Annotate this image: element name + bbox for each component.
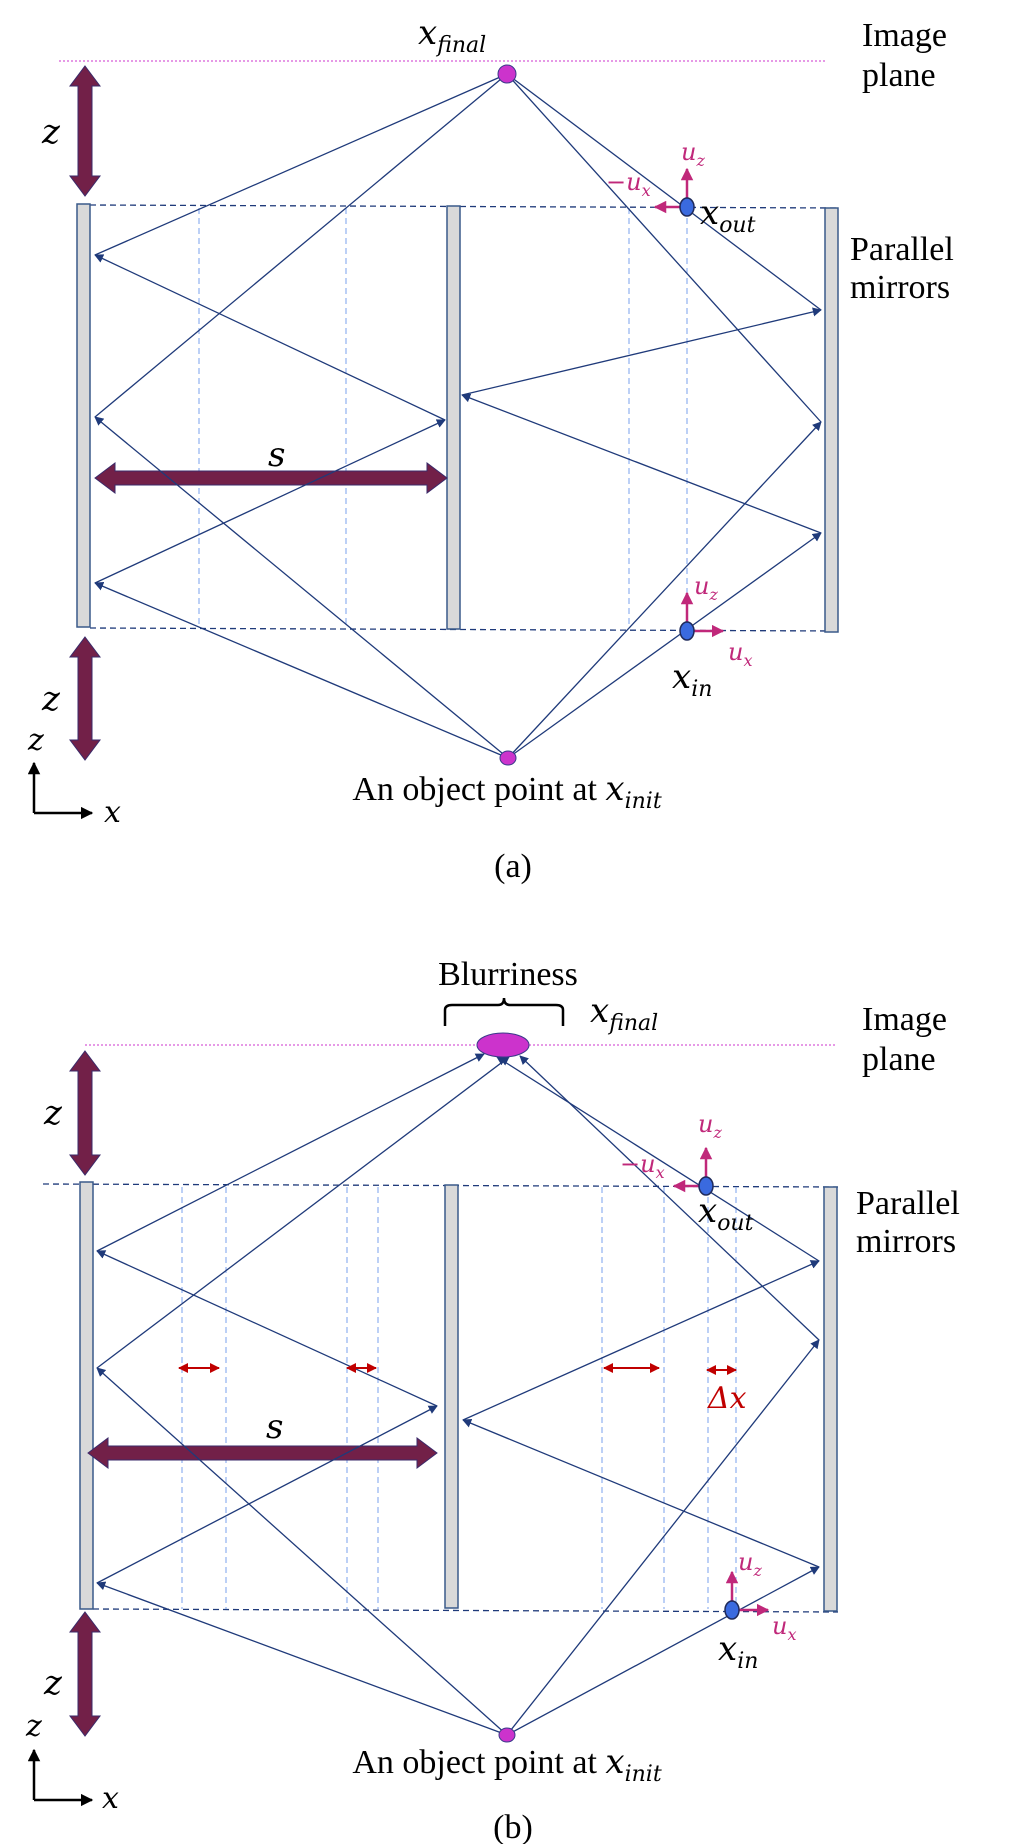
ux-label-in: ux [728, 638, 753, 670]
panel-b: Blurriness xfinal Image plane Parallel m… [25, 956, 960, 1844]
light-ray [507, 532, 822, 759]
light-ray [519, 1055, 820, 1341]
light-ray [96, 1367, 508, 1736]
light-ray [461, 307, 822, 396]
mirror-top-boundary [89, 204, 839, 209]
caption-a: (a) [494, 848, 532, 885]
x-out-label: xout [700, 193, 756, 238]
light-ray [94, 416, 509, 759]
light-ray [96, 1053, 485, 1252]
mirror [823, 1186, 838, 1612]
light-ray [506, 1339, 820, 1736]
delta-x-label: Δx [707, 1381, 747, 1416]
light-ray [94, 582, 509, 759]
z-distance-arrow-bottom [69, 1611, 101, 1737]
axis-z-label: z [27, 723, 44, 758]
object-point-label: An object point at xinit [352, 769, 661, 814]
mirror [79, 1181, 94, 1610]
x-final-label: xfinal [418, 13, 486, 58]
light-ray [96, 1405, 438, 1584]
parallel-mirrors-label-line2: mirrors [856, 1223, 956, 1260]
mirror [76, 203, 91, 628]
parallel-mirrors-label-line1: Parallel [856, 1185, 960, 1222]
light-ray [461, 393, 822, 534]
x-out-point [679, 197, 695, 217]
light-ray [506, 73, 822, 423]
image-plane-label-line2: plane [862, 57, 936, 94]
light-ray [96, 1581, 508, 1736]
caption-b: (b) [493, 1809, 533, 1844]
final-image-point [476, 1032, 530, 1058]
image-plane-label-line1: Image [862, 17, 947, 54]
uz-label-out: uz [698, 1110, 722, 1142]
image-plane-label-line2: plane [862, 1041, 936, 1078]
s-spacing-label: s [266, 1407, 283, 1447]
z-distance-label-bottom: z [41, 679, 61, 719]
ux-label-in: ux [772, 1612, 797, 1644]
blurriness-label: Blurriness [438, 956, 578, 993]
mirror [446, 205, 461, 630]
x-final-label: xfinal [590, 991, 658, 1036]
z-distance-label-top: z [43, 1093, 63, 1133]
mirror [444, 1184, 459, 1609]
x-out-label: xout [698, 1191, 754, 1236]
object-point [498, 1727, 516, 1743]
light-ray [96, 1250, 438, 1407]
light-ray [96, 1056, 510, 1369]
light-ray [507, 421, 822, 759]
z-distance-label-top: z [41, 112, 61, 152]
panel-a: xfinal Image plane Parallel mirrors z z … [27, 13, 954, 885]
uz-label-in: uz [738, 1548, 762, 1580]
light-ray [462, 1418, 820, 1568]
z-distance-arrow-bottom [69, 636, 101, 761]
s-spacing-arrow [94, 462, 448, 494]
minus-ux-label-out: −ux [606, 168, 651, 200]
parallel-mirrors-label-line2: mirrors [850, 269, 950, 306]
z-distance-arrow-top [69, 1050, 101, 1176]
uz-label-out: uz [681, 138, 705, 170]
x-in-point [679, 621, 695, 641]
light-ray [94, 73, 508, 418]
mirror [824, 207, 839, 633]
image-plane-label-line1: Image [862, 1001, 947, 1038]
object-point-label: An object point at xinit [352, 1742, 661, 1787]
s-spacing-label: s [268, 435, 285, 475]
light-ray [94, 419, 446, 584]
x-in-point [724, 1600, 740, 1620]
light-ray [506, 1566, 820, 1736]
object-point [499, 750, 517, 766]
final-image-point [497, 64, 517, 84]
minus-ux-label-out: −ux [620, 1150, 665, 1182]
axis-x-label: x [104, 795, 121, 830]
light-ray [94, 73, 508, 256]
axis-x-label: x [102, 1781, 119, 1816]
s-spacing-arrow [87, 1437, 438, 1469]
x-in-label: xin [718, 1629, 758, 1674]
x-in-label: xin [672, 657, 712, 702]
z-distance-arrow-top [69, 65, 101, 197]
mirror-top-boundary [42, 1183, 839, 1188]
mirror-bottom-boundary [92, 1608, 839, 1613]
light-ray [462, 1260, 820, 1421]
light-ray [506, 73, 822, 311]
axis-z-label: z [25, 1709, 42, 1744]
x-out-point [698, 1176, 714, 1196]
parallel-mirrors-label-line1: Parallel [850, 231, 954, 268]
blurriness-brace [443, 997, 565, 1026]
z-distance-label-bottom: z [43, 1663, 63, 1703]
light-ray [496, 1056, 820, 1262]
light-ray [94, 254, 446, 421]
uz-label-in: uz [694, 572, 718, 604]
